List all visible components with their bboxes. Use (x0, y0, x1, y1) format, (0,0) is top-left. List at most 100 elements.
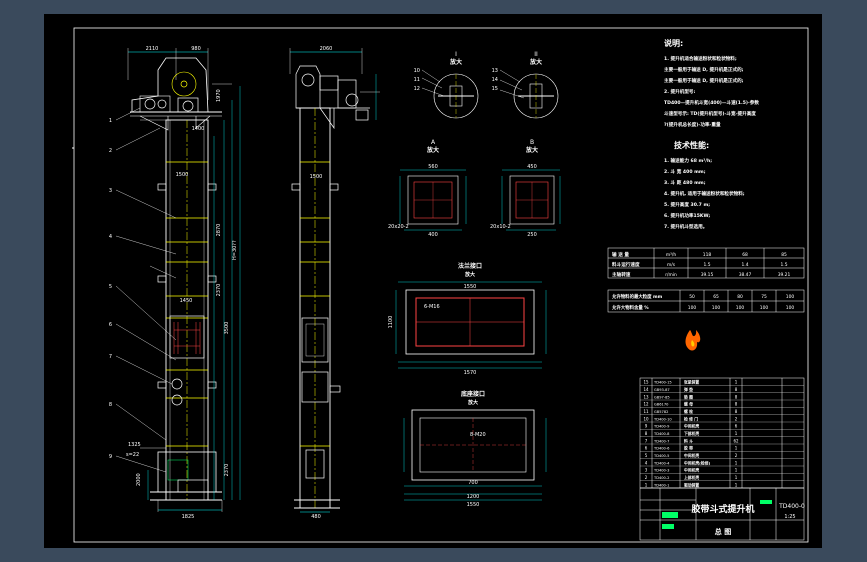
parts-row-qty: 2 (735, 453, 738, 458)
detail-i-title: 放大 (449, 58, 462, 66)
parts-row-qty: 2 (735, 416, 738, 421)
parts-row-no: 5 (645, 453, 648, 458)
tables (607, 247, 805, 313)
size-table-value: 100 (736, 305, 745, 311)
size-table-value: 100 (786, 305, 795, 311)
tech-line: 5. 提升高度 30.7 m; (664, 201, 710, 208)
size-table-value: 80 (737, 294, 743, 300)
parts-row-code: GB93-87 (654, 388, 670, 392)
detail-ii-title: 放大 (529, 58, 542, 66)
parts-row-no: 15 (643, 380, 649, 385)
parts-row-qty: 1 (735, 460, 738, 465)
parts-row-qty: 1 (735, 380, 738, 385)
parts-row-name: 中间机壳 (684, 468, 699, 473)
front-mid-dim: 2870 (216, 224, 222, 237)
parts-row-no: 9 (645, 424, 648, 429)
section-views (399, 169, 561, 231)
parts-row-qty: 8 (735, 402, 738, 407)
callout-number: 6 (109, 322, 112, 328)
size-table-label: 允许大物料含量 % (611, 304, 649, 311)
parts-row-code: TD400-15 (653, 381, 672, 385)
parts-row-name: 垫 圈 (684, 394, 693, 399)
section-a-dim: 560 (428, 164, 438, 170)
section-a-title: 放大 (426, 146, 439, 154)
drawing-name: 总 图 (715, 527, 731, 536)
front-side-dim: 1970 (216, 89, 222, 102)
perf-table-value: 38.47 (739, 272, 752, 278)
notes-line: ?(提升机总长度)-功率-重量 (664, 121, 721, 128)
parts-row-code: TD400-5 (653, 454, 669, 458)
detail-ii-mark: 13 (492, 68, 498, 74)
parts-row-no: 3 (645, 468, 648, 473)
size-table-value: 100 (712, 305, 721, 311)
section-a-dim: 20x20-2 (388, 224, 409, 230)
front-mid-dim: 2370 (216, 284, 222, 297)
parts-row-no: 6 (645, 446, 648, 451)
tech-line: 2. 斗 宽 400 mm; (664, 168, 706, 175)
front-bottom-dim: 1825 (182, 514, 195, 520)
front-mid-dim: 3500 (224, 322, 230, 335)
front-foot-dim: s=22 (126, 452, 139, 458)
perf-table-value: 118 (703, 252, 712, 258)
front-mid-dim: 1500 (176, 172, 189, 178)
parts-row-no: 12 (643, 402, 649, 407)
size-table-value: 50 (689, 294, 695, 300)
tech-line: 4. 提升机, 适用于输送粉状和粒状物料; (664, 190, 745, 197)
tech-line: 6. 提升机功率15KW; (664, 212, 710, 219)
parts-row-no: 1 (645, 482, 648, 487)
perf-table-unit: r/min (665, 272, 677, 278)
detail-i-mark: 10 (414, 68, 420, 74)
perf-table-unit: m³/h (666, 252, 677, 258)
perf-table-label: 主轴转速 (612, 271, 631, 278)
perf-table-value: 85 (781, 252, 787, 258)
parts-row-no: 4 (645, 460, 648, 465)
front-top-dim: 2110 (146, 46, 159, 52)
notes-line: 2. 提升机型号: (664, 88, 696, 95)
parts-row-code: GB6170 (654, 403, 669, 407)
parts-row-qty: 8 (735, 387, 738, 392)
parts-row-no: 10 (643, 416, 649, 421)
parts-row-name: 张紧装置 (684, 380, 699, 385)
flange-bottom-dim: 1200 (467, 494, 480, 500)
perf-table-value: 39.21 (778, 272, 791, 278)
parts-row-qty: 62 (733, 438, 739, 443)
side-top-dim: 2060 (320, 46, 333, 52)
flange-top-title: 法兰接口 (458, 262, 482, 270)
parts-row-qty: 1 (735, 446, 738, 451)
parts-row-name: 弹 垫 (684, 387, 693, 392)
parts-row-no: 14 (643, 387, 649, 392)
parts-row-code: TD400-6 (653, 447, 670, 451)
notes-line: 主要一般用于输送 D, 提升机是正式的; (664, 77, 744, 84)
parts-row-code: TD400-10 (653, 417, 672, 421)
parts-row-qty: 1 (735, 482, 738, 487)
parts-row-name: 螺 栓 (684, 409, 693, 414)
front-mid-dim: 2370 (224, 464, 230, 477)
size-table-value: 65 (713, 294, 719, 300)
notes-line: 斗速型号示: TD(提升机型号)-斗宽-提升高度 (664, 110, 756, 117)
section-b-dim: 450 (527, 164, 537, 170)
detail-ii-label: II (534, 51, 538, 58)
perf-table-value: 1.4 (742, 262, 749, 268)
perf-table-unit: m/s (667, 262, 676, 268)
flange-bottom-dim: 1550 (467, 502, 480, 508)
parts-row-code: TD400-1 (653, 483, 669, 487)
section-a-label: A (431, 139, 436, 146)
tech-line: 7. 提升机斗型选用。 (664, 223, 707, 230)
size-table-value: 100 (688, 305, 697, 311)
parts-row-code: TD400-7 (653, 439, 669, 443)
parts-row-no: 13 (643, 394, 649, 399)
parts-row-no: 11 (643, 409, 649, 414)
parts-row-name: 中间机壳 (684, 424, 699, 429)
drawing-sheet (44, 14, 822, 548)
parts-row-qty: 1 (735, 475, 738, 480)
detail-ii-mark: 14 (492, 77, 498, 83)
front-height-dim: H=30?? (232, 240, 238, 260)
parts-row-name: 中间机壳 (684, 453, 699, 458)
flange-bottom-subtitle: 放大 (467, 399, 478, 406)
perf-table-label: 输 送 量 (612, 251, 629, 258)
parts-row-name: 检 修 门 (684, 416, 698, 421)
parts-row-code: TD400-8 (653, 432, 670, 436)
size-table-label: 允许物料的最大粒度 mm (611, 293, 663, 300)
drawing-scale: 1:25 (784, 514, 795, 520)
